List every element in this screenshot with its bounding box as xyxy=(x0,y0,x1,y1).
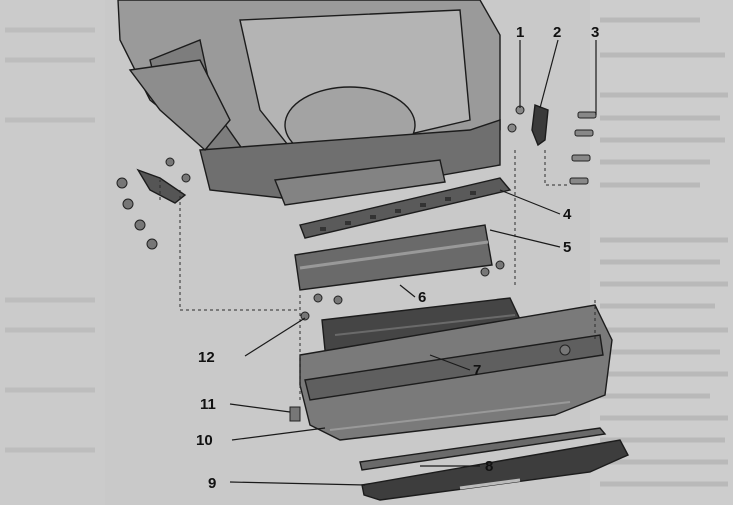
callout-3: 3 xyxy=(591,24,599,41)
callout-6: 6 xyxy=(418,289,426,306)
screws-12 xyxy=(300,260,571,356)
car-rear-body xyxy=(117,0,501,206)
bolt-11 xyxy=(289,406,301,422)
trim-strip xyxy=(359,427,607,471)
callout-11: 11 xyxy=(200,396,216,413)
guide-bracket xyxy=(299,177,512,239)
bumper-impact-bar xyxy=(294,224,493,291)
callout-labels: 1 2 3 4 5 6 7 8 9 10 11 12 xyxy=(196,24,599,492)
callout-10: 10 xyxy=(196,432,213,449)
callout-2: 2 xyxy=(553,24,561,41)
callout-7: 7 xyxy=(473,362,481,379)
callout-4: 4 xyxy=(563,206,572,223)
callout-8: 8 xyxy=(485,458,493,475)
callout-1: 1 xyxy=(516,24,524,41)
callout-12: 12 xyxy=(198,349,215,366)
callout-9: 9 xyxy=(208,475,216,492)
left-side-bracket xyxy=(136,168,187,204)
callout-5: 5 xyxy=(563,239,571,256)
right-side-bracket xyxy=(531,104,549,147)
assembly-lines xyxy=(159,150,596,400)
right-screws xyxy=(507,105,597,185)
bumper-cover xyxy=(299,304,613,441)
lower-spoiler xyxy=(361,439,629,501)
left-screws xyxy=(116,157,191,250)
leader-lines xyxy=(229,39,597,486)
